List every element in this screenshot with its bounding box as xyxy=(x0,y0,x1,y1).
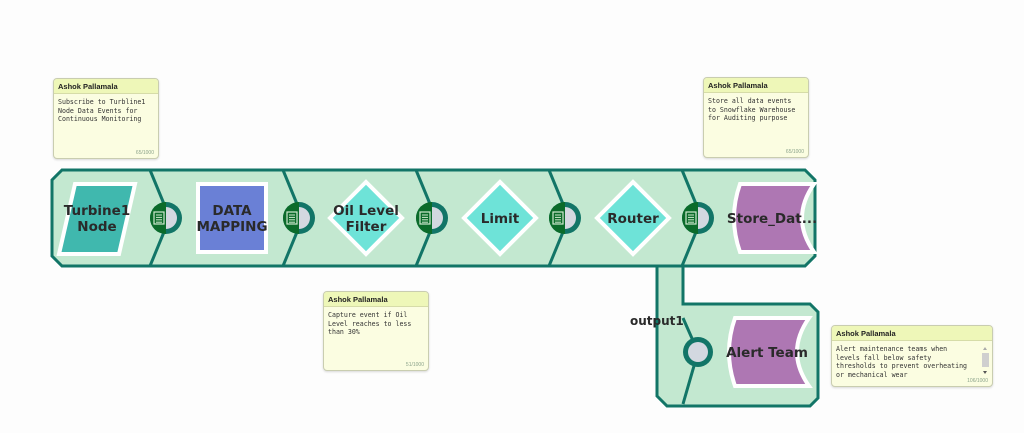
node-label: Store_Dat... xyxy=(727,211,817,227)
connector-port[interactable] xyxy=(283,202,315,234)
segment-divider xyxy=(414,169,432,267)
segment-divider xyxy=(148,169,166,267)
note-char-count: 65/1000 xyxy=(785,149,804,155)
port-left-half xyxy=(682,202,698,234)
note-author: Ashok Pallamala xyxy=(54,79,158,94)
scroll-down-icon[interactable] xyxy=(983,371,987,374)
segment-divider xyxy=(680,169,698,267)
scroll-thumb[interactable] xyxy=(982,353,989,367)
note-author: Ashok Pallamala xyxy=(704,78,808,93)
node-label: Alert Team xyxy=(726,345,808,361)
node-label: DATA xyxy=(212,203,252,219)
alert-team-node[interactable]: Alert Team xyxy=(726,316,813,388)
output1-label: output1 xyxy=(630,314,684,328)
port-left-half xyxy=(416,202,432,234)
document-icon xyxy=(685,211,697,225)
node-shape xyxy=(461,179,539,257)
note-text[interactable]: Subscribe to Turbline1 Node Data Events … xyxy=(58,98,146,124)
node-shape xyxy=(727,316,813,388)
node-shape xyxy=(594,179,672,257)
node-shape xyxy=(327,179,405,257)
note-oil-level-filter[interactable]: Ashok Pallamala Capture event if Oil Lev… xyxy=(323,291,429,371)
node-label: Filter xyxy=(346,219,387,235)
note-turbine1[interactable]: Ashok Pallamala Subscribe to Turbline1 N… xyxy=(53,78,159,159)
port-left-half xyxy=(150,202,166,234)
document-icon xyxy=(286,211,298,225)
node-label: Turbine1 xyxy=(64,203,130,219)
note-text[interactable]: Capture event if Oil Level reaches to le… xyxy=(328,311,412,337)
node-shape xyxy=(196,182,268,254)
router-node[interactable]: Router xyxy=(594,179,672,257)
connector-port[interactable] xyxy=(150,202,182,234)
note-alert-team[interactable]: Ashok Pallamala Alert maintenance teams … xyxy=(831,325,993,387)
branch-port[interactable] xyxy=(683,337,713,367)
note-char-count: 51/1000 xyxy=(405,362,424,368)
port-left-half xyxy=(283,202,299,234)
note-text[interactable]: Store all data events to Snowflake Wareh… xyxy=(708,97,796,123)
limit-node[interactable]: Limit xyxy=(461,179,539,257)
branch-segment[interactable]: Alert Team xyxy=(655,264,820,408)
segment-divider xyxy=(281,169,299,267)
scroll-up-icon[interactable] xyxy=(983,347,987,350)
node-shape xyxy=(56,182,138,256)
note-author: Ashok Pallamala xyxy=(324,292,428,307)
note-char-count: 65/1000 xyxy=(135,150,154,156)
store-data-node[interactable]: Store_Dat... xyxy=(727,182,818,254)
node-label: Node xyxy=(77,219,116,235)
segment-divider xyxy=(547,169,565,267)
note-scrollbar[interactable] xyxy=(982,345,989,375)
node-shape xyxy=(732,182,818,254)
node-label: Limit xyxy=(481,211,520,227)
node-label: Oil Level xyxy=(333,203,399,219)
note-char-count: 106/1000 xyxy=(967,378,988,384)
note-author: Ashok Pallamala xyxy=(832,326,992,341)
connector-port[interactable] xyxy=(682,202,714,234)
connector-port[interactable] xyxy=(416,202,448,234)
port-left-half xyxy=(549,202,565,234)
node-label: MAPPING xyxy=(196,219,267,235)
node-label: Router xyxy=(607,211,659,227)
document-icon xyxy=(552,211,564,225)
document-icon xyxy=(153,211,165,225)
connector-port[interactable] xyxy=(549,202,581,234)
document-icon xyxy=(419,211,431,225)
note-text[interactable]: Alert maintenance teams when levels fall… xyxy=(836,345,968,379)
note-store-data[interactable]: Ashok Pallamala Store all data events to… xyxy=(703,77,809,158)
